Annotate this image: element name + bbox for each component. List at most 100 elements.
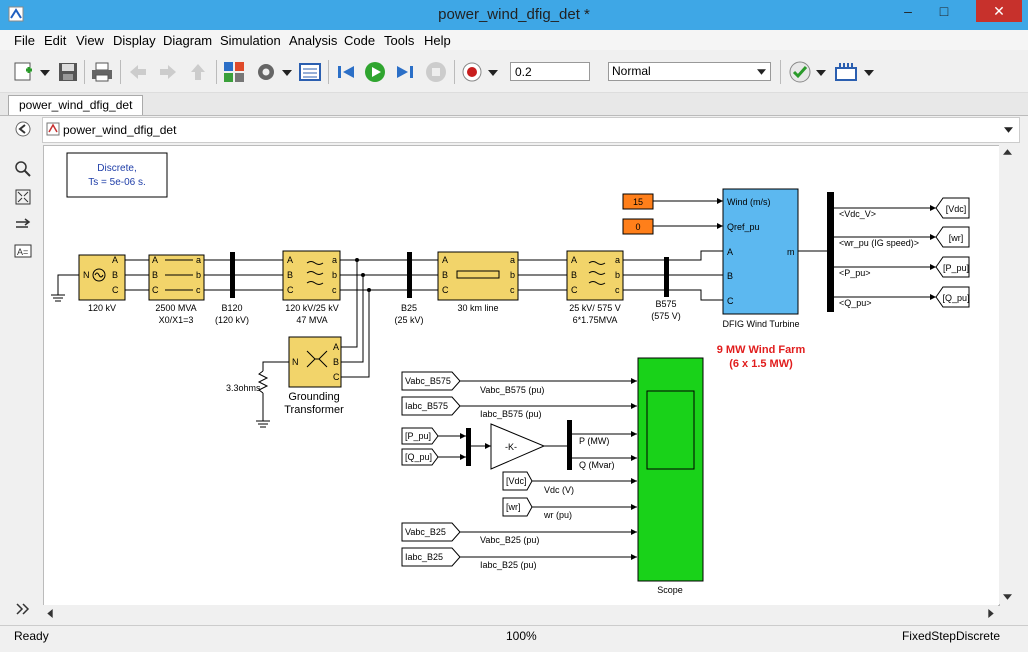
from-iabc-b25-block[interactable]: Iabc_B25 xyxy=(401,547,461,567)
transformer-25kv-575v-block[interactable]: A B C a b c 25 kV/ 575 V 6*1.75MVA xyxy=(566,250,624,325)
scroll-left-icon[interactable] xyxy=(47,609,53,618)
print-icon[interactable] xyxy=(90,60,114,84)
menu-file[interactable]: File xyxy=(14,33,35,48)
from-vabc-b25-block[interactable]: Vabc_B25 xyxy=(401,522,461,542)
stop-icon[interactable] xyxy=(424,60,448,84)
from-vabc-b575-block[interactable]: Vabc_B575 xyxy=(401,371,461,391)
tab-power-wind-dfig-det[interactable]: power_wind_dfig_det xyxy=(8,95,144,115)
menu-edit[interactable]: Edit xyxy=(44,33,67,48)
chevron-down-icon[interactable] xyxy=(816,70,826,76)
menu-tools[interactable]: Tools xyxy=(384,33,415,48)
powergui-block[interactable]: Discrete, Ts = 5e-06 s. xyxy=(66,152,168,198)
goto-vdc-block[interactable]: [Vdc] xyxy=(935,197,970,219)
b25-label-2: (25 kV) xyxy=(394,315,423,325)
dfig-wind-turbine-block[interactable]: Wind (m/s) Qref_pu A B C m DFIG Wind Tur… xyxy=(722,188,800,329)
run-icon[interactable] xyxy=(363,60,387,84)
scroll-down-icon[interactable] xyxy=(1003,594,1012,600)
chevron-down-icon[interactable] xyxy=(282,70,292,76)
scope-block[interactable]: Scope xyxy=(637,357,704,595)
scroll-up-icon[interactable] xyxy=(1003,149,1012,155)
solver-name: FixedStepDiscrete xyxy=(901,629,1000,643)
model-advisor-icon[interactable] xyxy=(788,60,812,84)
step-back-icon[interactable] xyxy=(334,60,358,84)
menu-analysis[interactable]: Analysis xyxy=(289,33,338,48)
b25-bus-block[interactable]: B25 (25 kV) xyxy=(394,252,424,325)
line-30km-block[interactable]: A B C a b c 30 km line xyxy=(437,251,519,313)
menu-view[interactable]: View xyxy=(76,33,104,48)
transformer-2500mva-block[interactable]: A B C a b c 2500 MVA X0/X1=3 xyxy=(148,254,205,325)
farm-label-1: 9 MW Wind Farm xyxy=(717,344,806,356)
from-iabc-b575-block[interactable]: Iabc_B575 xyxy=(401,396,461,416)
address-path: power_wind_dfig_det xyxy=(63,123,177,137)
gain-block[interactable]: -K- xyxy=(490,423,546,470)
menu-code[interactable]: Code xyxy=(344,33,376,48)
from-vdc-block[interactable]: [Vdc] xyxy=(502,471,533,491)
chevron-down-icon[interactable] xyxy=(864,70,874,76)
expand-icon[interactable] xyxy=(14,600,32,618)
horizontal-scrollbar[interactable] xyxy=(43,605,998,621)
model-icon xyxy=(46,122,60,136)
close-button[interactable]: ✕ xyxy=(976,0,1022,22)
menu-simulation[interactable]: Simulation xyxy=(220,33,281,48)
minimize-button[interactable]: – xyxy=(904,3,912,19)
port-b: B xyxy=(287,270,293,280)
from-p-pu-block[interactable]: [P_pu] xyxy=(401,427,439,445)
b575-bus-block[interactable]: B575 (575 V) xyxy=(651,257,681,321)
wind-constant-block[interactable]: 15 xyxy=(622,193,654,210)
from-wr-block[interactable]: [wr] xyxy=(502,497,533,517)
goto-wr-block[interactable]: [wr] xyxy=(935,226,970,248)
hide-explorer-icon[interactable] xyxy=(14,120,32,138)
mux-block[interactable] xyxy=(466,428,471,466)
toolbar: 0.2 Normal xyxy=(0,52,1028,93)
goto-q-block[interactable]: [Q_pu] xyxy=(935,286,970,308)
simulation-mode-select[interactable]: Normal xyxy=(608,62,771,81)
bus-selector-block[interactable]: <Vdc_V> <wr_pu (IG speed)> <P_pu> <Q_pu> xyxy=(827,192,919,312)
chevron-down-icon[interactable] xyxy=(488,70,498,76)
step-forward-icon[interactable] xyxy=(393,60,417,84)
save-icon[interactable] xyxy=(56,60,80,84)
library-browser-icon[interactable] xyxy=(222,60,246,84)
model-explorer-icon[interactable] xyxy=(298,60,322,84)
toolbar-separator xyxy=(84,60,85,84)
from-vdc-label: [Vdc] xyxy=(506,476,527,486)
demux-block[interactable] xyxy=(567,420,572,470)
gear-icon[interactable] xyxy=(254,60,278,84)
from-q-pu-label: [Q_pu] xyxy=(405,452,432,462)
signal-label-p: P (MW) xyxy=(579,436,609,446)
address-bar[interactable]: power_wind_dfig_det xyxy=(42,117,1020,143)
scroll-right-icon[interactable] xyxy=(988,609,994,618)
arrow-right-icon[interactable] xyxy=(14,216,32,234)
farm-label-2: (6 x 1.5 MW) xyxy=(729,358,793,370)
port-a-lower: a xyxy=(615,255,620,265)
annotation-icon[interactable]: A= xyxy=(14,242,32,260)
stop-time-input[interactable]: 0.2 xyxy=(510,62,590,81)
signal-label-iabc-b575: Iabc_B575 (pu) xyxy=(480,409,542,419)
zoom-icon[interactable] xyxy=(14,160,32,178)
three-phase-source-block[interactable]: N A B C 120 kV xyxy=(78,254,126,313)
up-icon[interactable] xyxy=(186,60,210,84)
model-canvas[interactable]: Discrete, Ts = 5e-06 s. N A B C 120 kV A… xyxy=(43,145,1000,606)
port-b-lower: b xyxy=(332,270,337,280)
goto-p-block[interactable]: [P_pu] xyxy=(935,256,970,278)
new-model-icon[interactable] xyxy=(12,60,36,84)
simulation-mode-value: Normal xyxy=(612,64,651,78)
turbine-port-wind: Wind (m/s) xyxy=(727,197,771,207)
port-n: N xyxy=(292,357,299,367)
build-icon[interactable] xyxy=(834,60,858,84)
b120-bus-block[interactable]: B120 (120 kV) xyxy=(215,252,249,325)
qref-constant-block[interactable]: 0 xyxy=(622,218,654,235)
menu-display[interactable]: Display xyxy=(113,33,156,48)
record-icon[interactable] xyxy=(460,60,484,84)
vertical-scrollbar[interactable] xyxy=(999,145,1016,604)
from-q-pu-block[interactable]: [Q_pu] xyxy=(401,448,439,466)
maximize-button[interactable]: □ xyxy=(939,3,949,19)
grounding-transformer-block[interactable]: N A B C Grounding Transformer xyxy=(284,336,344,416)
menu-help[interactable]: Help xyxy=(424,33,451,48)
menu-diagram[interactable]: Diagram xyxy=(163,33,213,48)
transformer-120-25kv-block[interactable]: A B C a b c 120 kV/25 kV 47 MVA xyxy=(282,250,341,325)
forward-icon[interactable] xyxy=(156,60,180,84)
chevron-down-icon[interactable] xyxy=(1004,127,1013,133)
fit-to-view-icon[interactable] xyxy=(14,188,32,206)
back-icon[interactable] xyxy=(126,60,150,84)
chevron-down-icon[interactable] xyxy=(40,70,50,76)
